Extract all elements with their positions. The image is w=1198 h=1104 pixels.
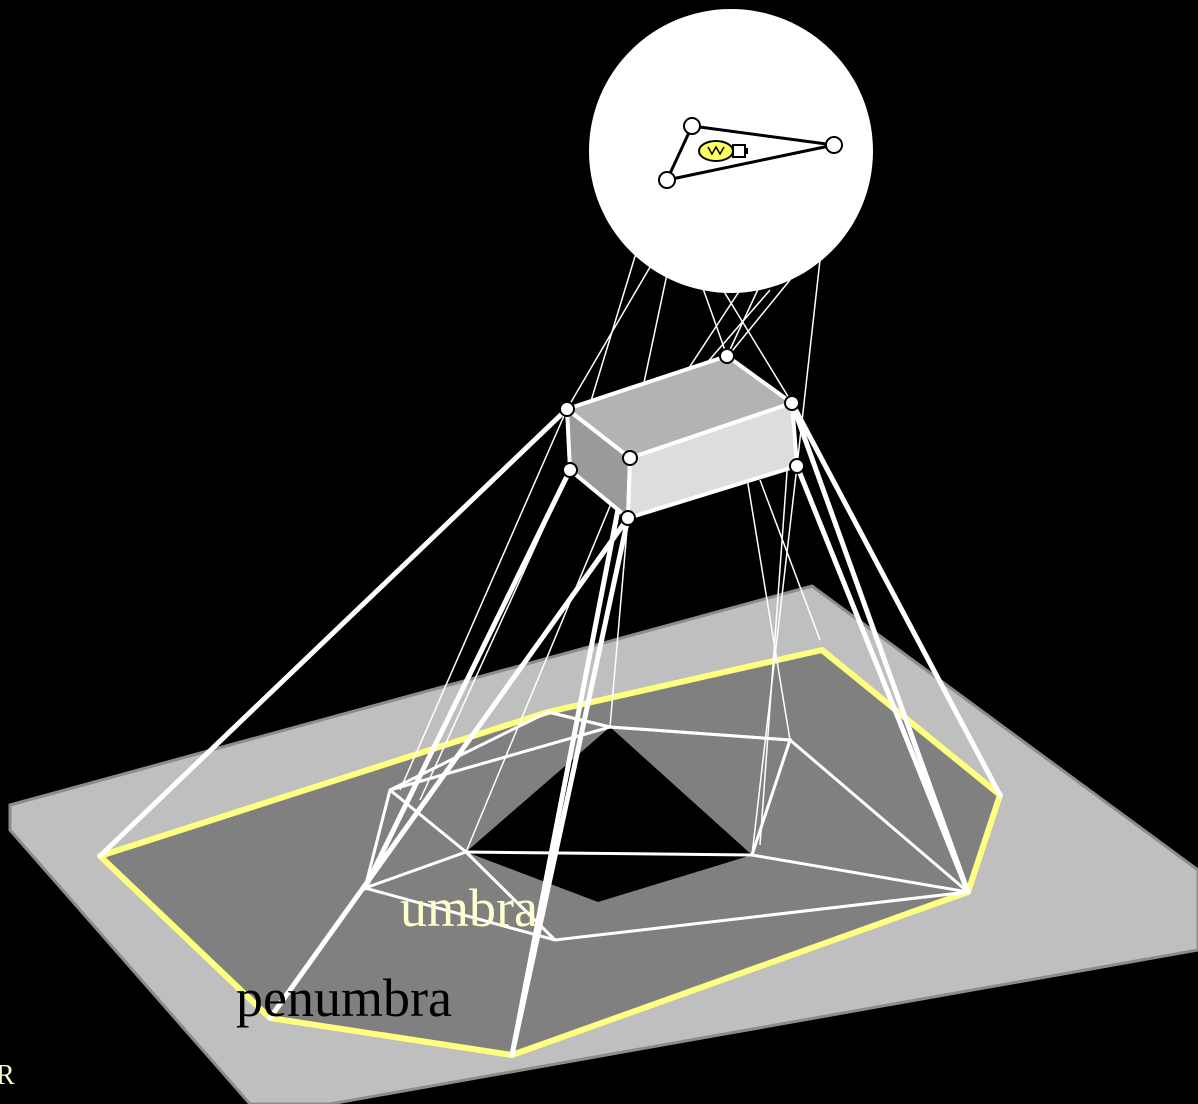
thin-ray — [719, 284, 793, 404]
box-handles[interactable] — [559, 348, 805, 526]
light-rays — [399, 239, 821, 856]
ray-right-front — [794, 463, 971, 895]
bulb-glass — [698, 140, 734, 162]
thin-ray — [727, 279, 791, 357]
area-light-triangle[interactable] — [664, 124, 835, 183]
inner-frame-top — [389, 725, 793, 856]
thin-ray — [609, 517, 629, 728]
box-corner-handle[interactable] — [784, 395, 800, 411]
umbra-region — [466, 727, 752, 902]
bulb-filament — [707, 145, 725, 156]
thin-ray — [419, 469, 571, 801]
thin-ray — [759, 402, 793, 846]
thin-ray — [699, 279, 728, 357]
light-bulb-icon — [698, 140, 748, 162]
box-corner-handle[interactable] — [562, 462, 578, 478]
thin-ray — [399, 408, 568, 791]
thin-ray — [465, 457, 631, 853]
corner-letter: R — [0, 1060, 15, 1091]
box-corner-handle[interactable] — [622, 450, 638, 466]
ray-right-mid — [789, 400, 971, 895]
inner-frame-front — [364, 850, 969, 894]
thin-ray — [751, 465, 798, 856]
control-point-icon[interactable] — [683, 117, 701, 135]
control-point-icon[interactable] — [658, 171, 676, 189]
bulb-base — [732, 144, 746, 158]
box-corner-handle[interactable] — [620, 510, 636, 526]
ray-front-mid-2 — [509, 515, 631, 1058]
area-light[interactable] — [658, 117, 843, 189]
box-corner-handle[interactable] — [559, 401, 575, 417]
box-corner-handle[interactable] — [789, 458, 805, 474]
ray-left — [97, 406, 570, 859]
control-point-icon[interactable] — [825, 136, 843, 154]
thin-ray — [759, 479, 821, 641]
projection-rays — [97, 400, 1003, 1058]
thin-ray — [796, 259, 821, 467]
ray-inner-left — [362, 467, 573, 891]
occluder-box — [565, 354, 799, 520]
penumbra-label: penumbra — [236, 968, 452, 1028]
box-corner-handle[interactable] — [719, 348, 735, 364]
ray-front-left — [267, 515, 631, 1021]
ray-right-back — [789, 400, 1003, 798]
umbra-label: umbra — [400, 878, 538, 938]
